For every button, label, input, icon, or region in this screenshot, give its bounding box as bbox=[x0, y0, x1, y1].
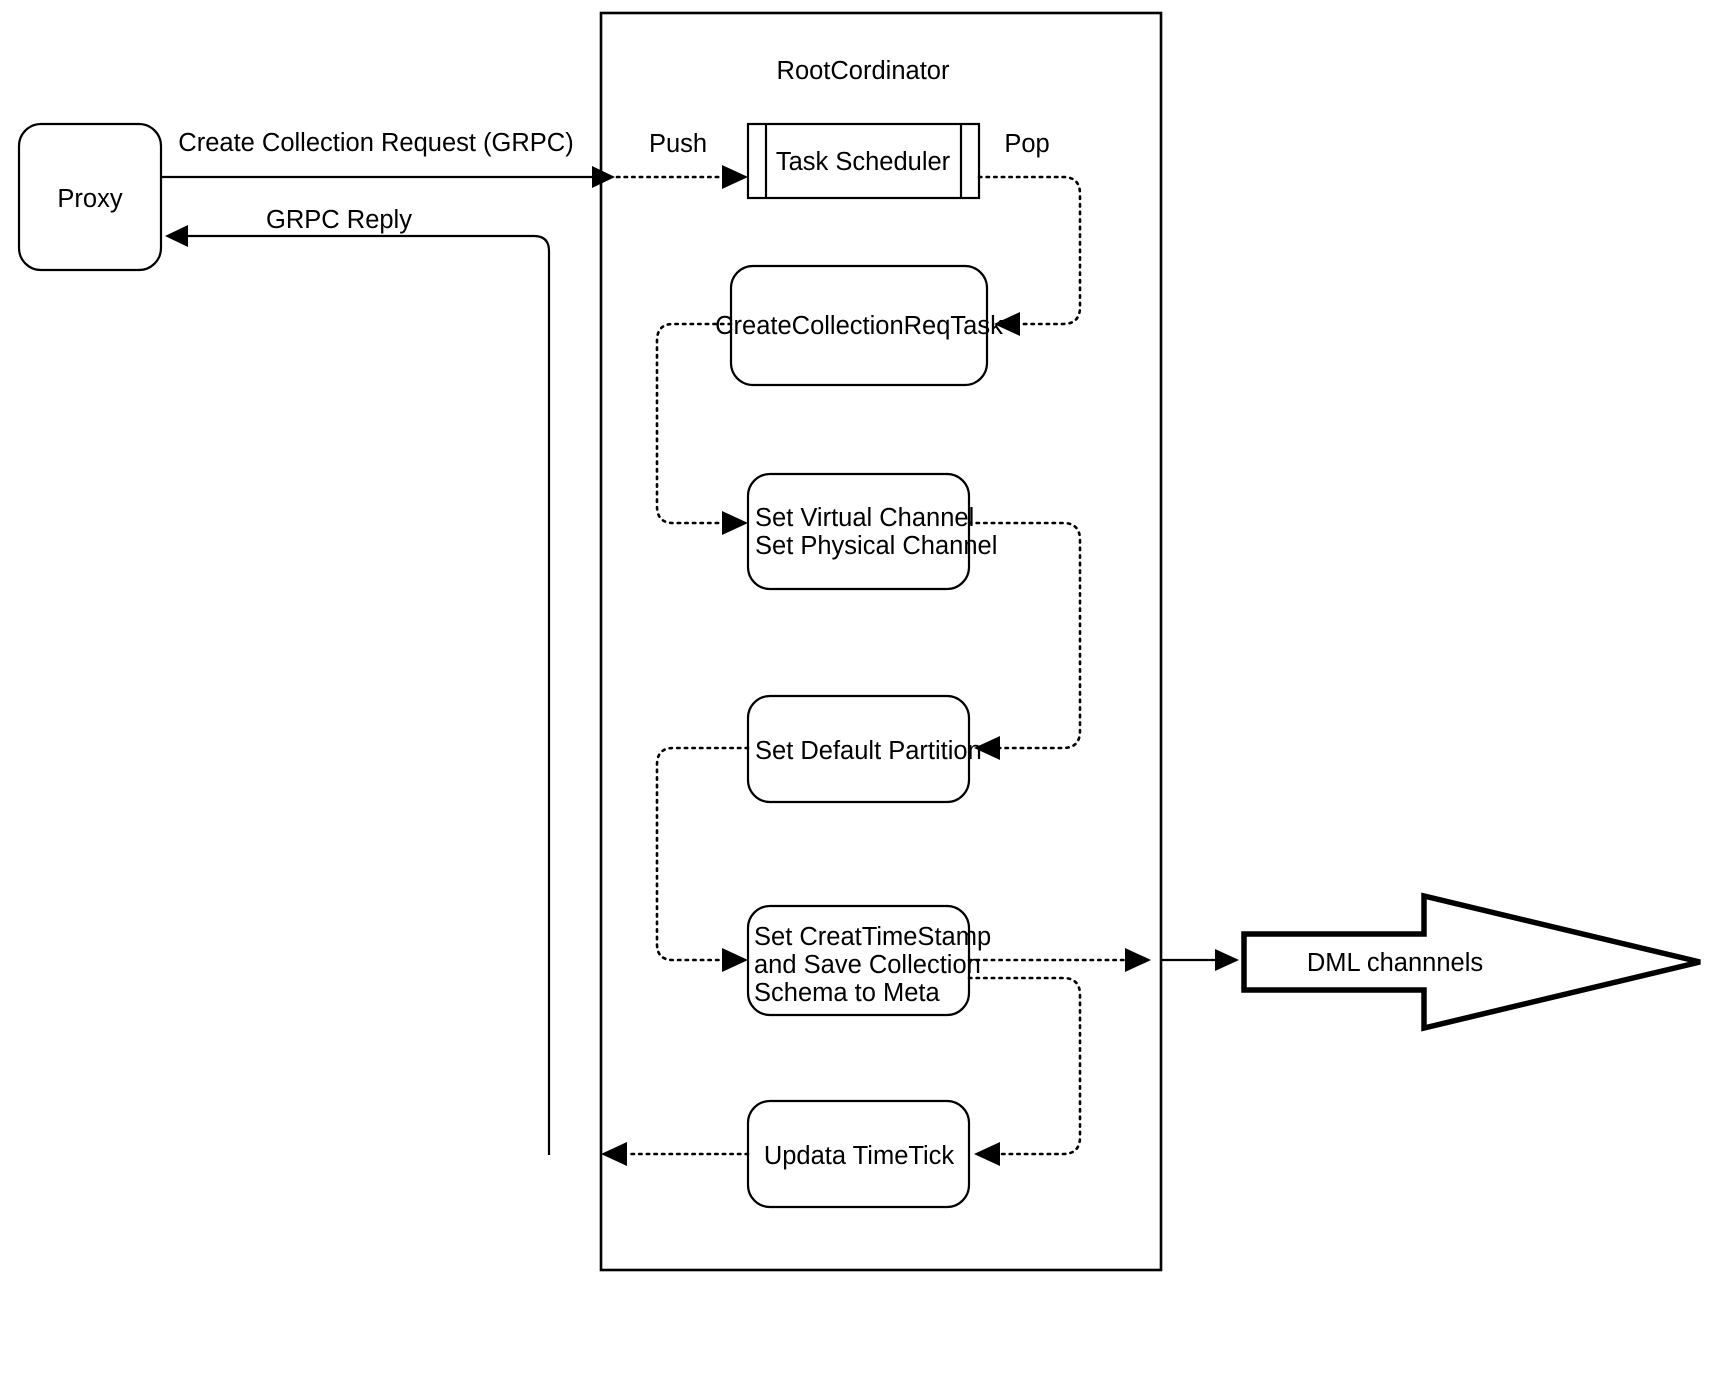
pop-arrowhead bbox=[994, 312, 1020, 336]
partition-to-timestamp-line bbox=[655, 746, 750, 962]
timestamp-to-dml-arrowhead-outer bbox=[1215, 949, 1239, 971]
set-create-timestamp-label-line-1: Set CreatTimeStamp bbox=[754, 923, 991, 951]
grpc-reply-arrowhead bbox=[165, 225, 188, 247]
timetick-to-reply-arrowhead bbox=[601, 1142, 627, 1166]
dml-channnels-node[interactable] bbox=[1241, 892, 1701, 1032]
set-channels-label-line-2: Set Physical Channel bbox=[755, 532, 997, 560]
set-channels-node[interactable] bbox=[746, 472, 971, 591]
set-create-timestamp-label-line-3: Schema to Meta bbox=[754, 979, 940, 1007]
set-channels-label-line-1: Set Virtual Channel bbox=[755, 504, 974, 532]
proxy-label: Proxy bbox=[57, 185, 122, 213]
create-collection-request-arrowhead bbox=[592, 166, 615, 188]
channels-to-partition-arrowhead bbox=[974, 736, 1000, 760]
set-default-partition-label: Set Default Partition bbox=[755, 737, 982, 765]
dml-channnels-label: DML channnels bbox=[1307, 949, 1483, 977]
task-scheduler-label: Task Scheduler bbox=[776, 148, 951, 176]
create-collection-req-task-node[interactable] bbox=[729, 264, 989, 387]
create-collection-req-task-label: CreateCollectionReqTask bbox=[715, 312, 1003, 340]
timestamp-to-timetick-arrowhead bbox=[974, 1142, 1000, 1166]
task-to-channels-line bbox=[655, 322, 733, 525]
grpc-reply-line bbox=[188, 234, 551, 1155]
pop-label: Pop bbox=[1004, 130, 1049, 158]
pop-line bbox=[977, 175, 1082, 326]
channels-to-partition-line bbox=[967, 521, 1082, 750]
partition-to-timestamp-arrowhead bbox=[722, 948, 748, 972]
grpc-reply-label: GRPC Reply bbox=[266, 206, 412, 234]
rootcordinator-title: RootCordinator bbox=[777, 57, 950, 85]
push-arrowhead bbox=[722, 165, 748, 189]
create-collection-request-label: Create Collection Request (GRPC) bbox=[178, 129, 573, 157]
push-label: Push bbox=[649, 130, 707, 158]
set-create-timestamp-label-line-2: and Save Collection bbox=[754, 951, 981, 979]
rootcordinator-container bbox=[599, 11, 1163, 1272]
task-scheduler-node[interactable] bbox=[746, 122, 981, 200]
timestamp-to-dml-arrowhead-inner bbox=[1125, 948, 1151, 972]
updata-timetick-label: Updata TimeTick bbox=[764, 1142, 955, 1170]
proxy-node[interactable] bbox=[17, 122, 163, 272]
task-to-channels-arrowhead bbox=[722, 511, 748, 535]
timestamp-to-timetick-line bbox=[967, 976, 1082, 1156]
